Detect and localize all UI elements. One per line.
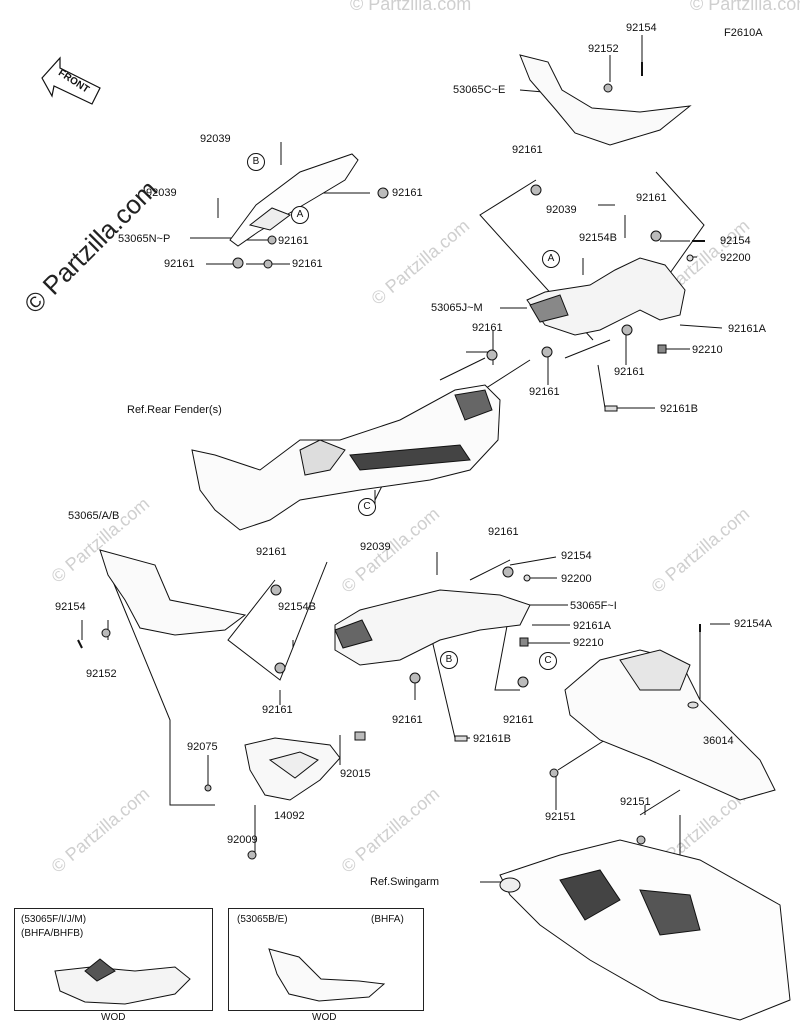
- part-label[interactable]: 92015: [340, 768, 371, 780]
- part-label[interactable]: 92161A: [573, 620, 611, 632]
- callout-b: B: [247, 153, 265, 171]
- part-label[interactable]: 92200: [720, 252, 751, 264]
- part-label[interactable]: 92161: [256, 546, 287, 558]
- part-label[interactable]: 92152: [86, 668, 117, 680]
- part-label[interactable]: 92154: [55, 601, 86, 613]
- inset-right-illustration: [268, 948, 386, 1002]
- part-label[interactable]: 92161: [278, 235, 309, 247]
- part-label[interactable]: 92161: [503, 714, 534, 726]
- part-label[interactable]: 92154A: [734, 618, 772, 630]
- part-label[interactable]: 92161A: [728, 323, 766, 335]
- part-label[interactable]: 92039: [200, 133, 231, 145]
- part-label[interactable]: 92161: [636, 192, 667, 204]
- inset-right-line1b: (BHFA): [371, 914, 404, 925]
- part-label[interactable]: 92161B: [473, 733, 511, 745]
- swingarm-ref: Ref.Swingarm: [370, 876, 440, 888]
- part-label[interactable]: 53065N~P: [118, 233, 171, 245]
- inset-left: (53065F/I/J/M) (BHFA/BHFB): [14, 908, 213, 1011]
- part-label[interactable]: 92161: [392, 714, 423, 726]
- part-label[interactable]: 92154: [561, 550, 592, 562]
- part-label[interactable]: 92161: [292, 258, 323, 270]
- part-label[interactable]: 92154B: [278, 601, 316, 613]
- part-label[interactable]: 92152: [588, 43, 619, 55]
- callout-a: A: [542, 250, 560, 268]
- part-label[interactable]: 92154B: [579, 232, 617, 244]
- part-label[interactable]: 92161: [614, 366, 645, 378]
- inset-left-line1: (53065F/I/J/M): [21, 914, 87, 925]
- inset-left-line2: (BHFA/BHFB): [21, 928, 84, 939]
- watermark: © Partzilla.com: [350, 0, 472, 14]
- rear-fender-ref: Ref.Rear Fender(s): [127, 404, 222, 416]
- part-label[interactable]: 92200: [561, 573, 592, 585]
- part-label[interactable]: 92161: [512, 144, 543, 156]
- part-label[interactable]: 36014: [703, 735, 734, 747]
- part-label[interactable]: 92075: [187, 741, 218, 753]
- part-label[interactable]: 92039: [360, 541, 391, 553]
- part-label[interactable]: 92154: [720, 235, 751, 247]
- part-label[interactable]: 92039: [146, 187, 177, 199]
- part-label[interactable]: 92009: [227, 834, 258, 846]
- part-label[interactable]: 92161: [164, 258, 195, 270]
- part-label[interactable]: 53065F~I: [570, 600, 617, 612]
- part-label[interactable]: 92151: [545, 811, 576, 823]
- inset-right-line1: (53065B/E): [237, 914, 288, 925]
- part-label[interactable]: 92161: [392, 187, 423, 199]
- part-label[interactable]: 92161B: [660, 403, 698, 415]
- callout-c: C: [539, 652, 557, 670]
- inset-right: (53065B/E) (BHFA): [228, 908, 424, 1011]
- part-label[interactable]: 92161: [529, 386, 560, 398]
- part-label[interactable]: 92039: [546, 204, 577, 216]
- part-label[interactable]: 53065/A/B: [68, 510, 120, 522]
- watermark: © Partzilla.com: [690, 0, 800, 14]
- part-label[interactable]: 53065J~M: [431, 302, 483, 314]
- callout-b: B: [440, 651, 458, 669]
- inset-left-illustration: [54, 958, 191, 1005]
- part-label[interactable]: 92210: [573, 637, 604, 649]
- callout-a: A: [291, 206, 309, 224]
- part-label[interactable]: 92154: [626, 22, 657, 34]
- inset-right-footer: WOD: [312, 1012, 337, 1023]
- part-label[interactable]: 92161: [488, 526, 519, 538]
- part-label[interactable]: 53065C~E: [453, 84, 506, 96]
- part-label[interactable]: 92151: [620, 796, 651, 808]
- part-label[interactable]: 92210: [692, 344, 723, 356]
- part-label[interactable]: 14092: [274, 810, 305, 822]
- diagram-code: F2610A: [724, 27, 763, 39]
- part-label[interactable]: 92161: [262, 704, 293, 716]
- part-label[interactable]: 92161: [472, 322, 503, 334]
- inset-left-footer: WOD: [101, 1012, 126, 1023]
- callout-c: C: [358, 498, 376, 516]
